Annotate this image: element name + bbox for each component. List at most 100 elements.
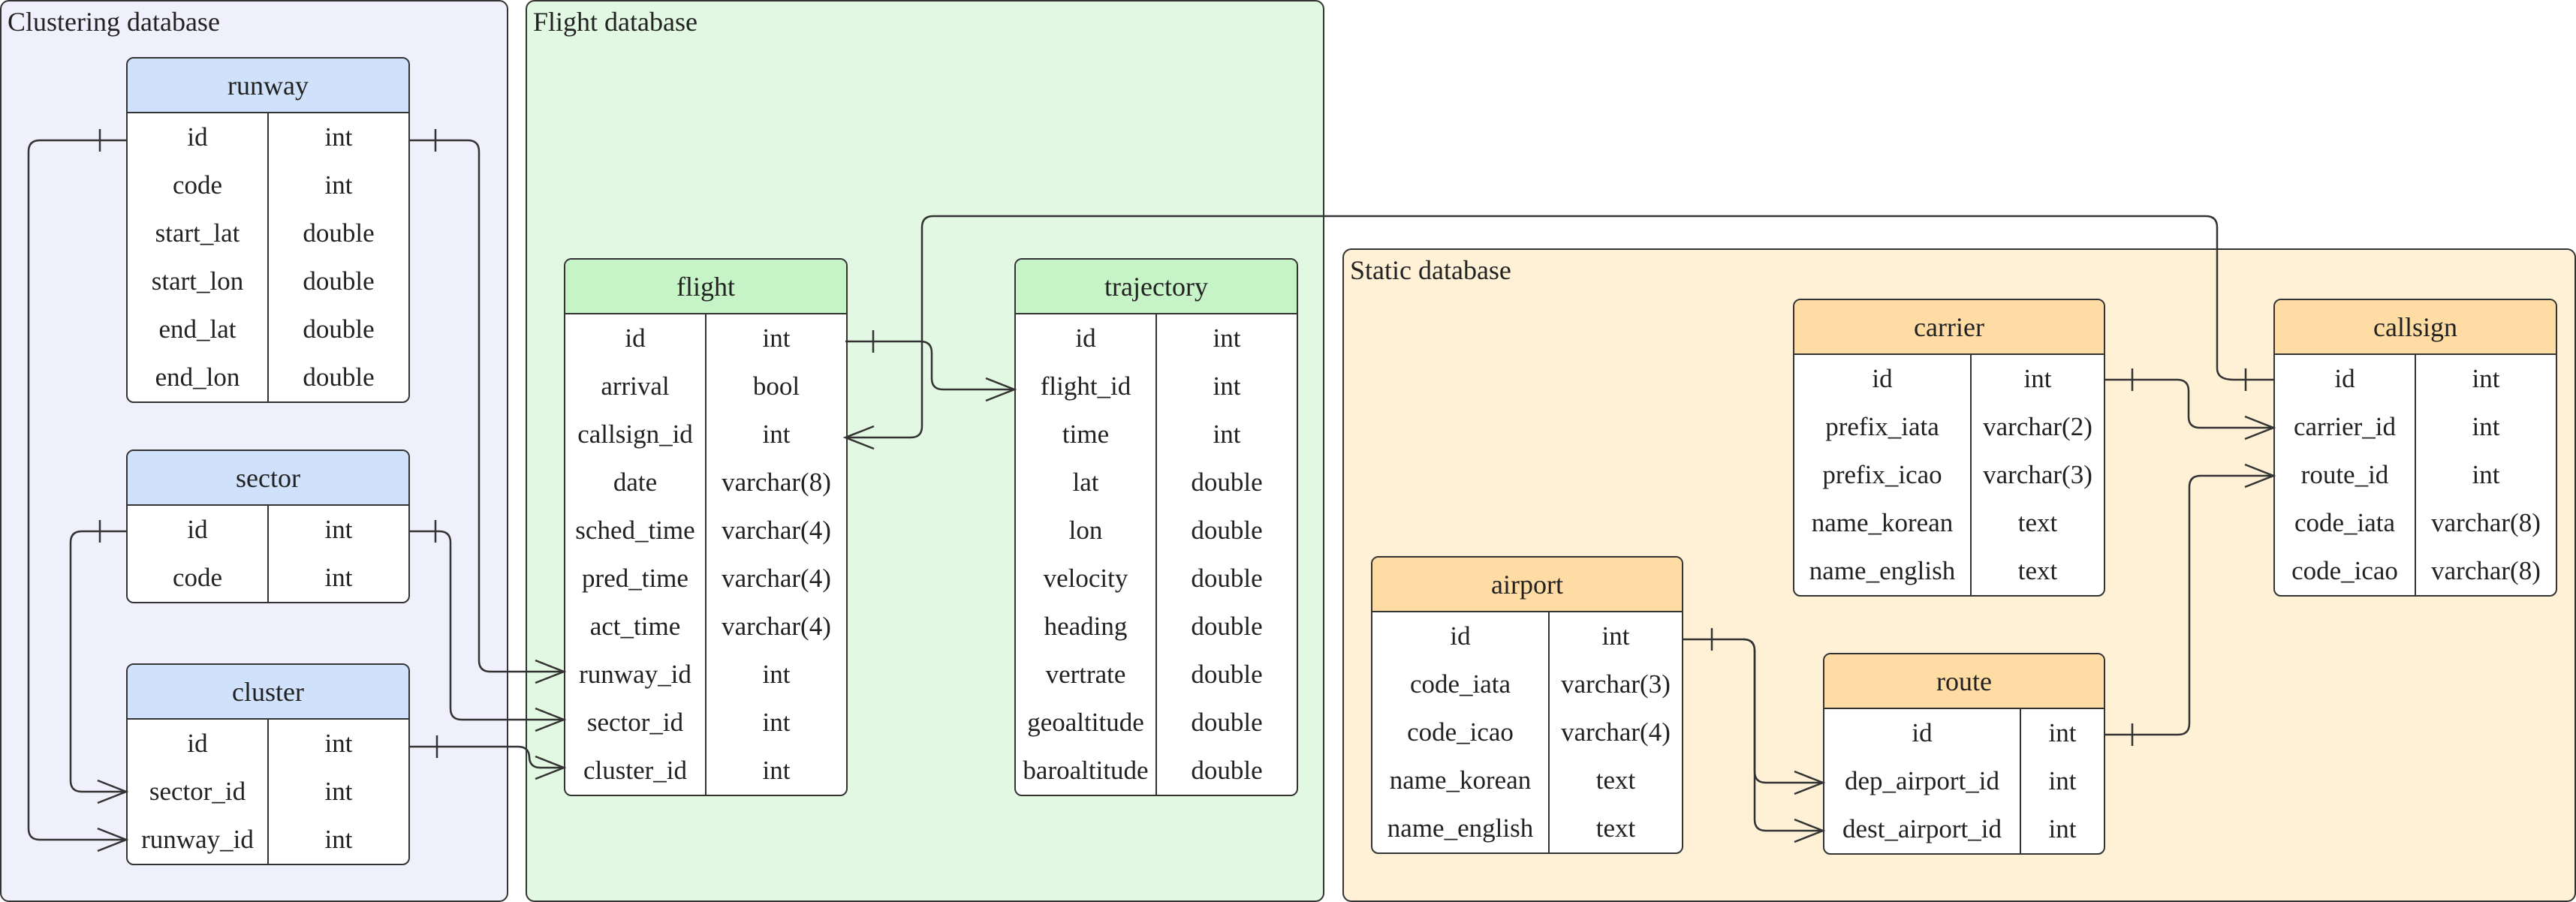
flight-column-name: cluster_id	[583, 756, 688, 785]
carrier-column-name: name_english	[1809, 556, 1956, 585]
table-title-runway: runway	[128, 59, 408, 113]
runway-column-name: end_lat	[158, 314, 237, 344]
flight-column-name: runway_id	[579, 660, 691, 689]
group-title-flight: Flight database	[533, 7, 697, 37]
trajectory-column-name: flight_id	[1040, 371, 1131, 401]
trajectory-column-name: baroaltitude	[1023, 756, 1149, 785]
carrier-column-name: id	[1872, 364, 1893, 393]
trajectory-column-type: int	[1213, 323, 1241, 353]
flight-column-type: int	[762, 419, 791, 449]
flight-column-name: arrival	[601, 371, 670, 401]
route-column-types: int int int	[2021, 709, 2104, 853]
runway-column-type: double	[303, 266, 375, 296]
carrier-column-names: id prefix_iata prefix_icao name_korean name_…	[1794, 355, 1972, 595]
trajectory-column-type: int	[1213, 371, 1241, 401]
airport-column-name: name_korean	[1389, 765, 1532, 795]
flight-column-type: int	[762, 323, 791, 353]
airport-column-type: varchar(3)	[1561, 669, 1671, 699]
cluster-column-type: int	[324, 729, 353, 758]
cluster-column-name: id	[187, 729, 208, 758]
table-title-sector: sector	[128, 451, 408, 506]
trajectory-column-name: geoaltitude	[1027, 708, 1144, 737]
callsign-column-name: route_id	[2300, 460, 2389, 489]
trajectory-column-type: double	[1191, 516, 1263, 545]
flight-column-name: date	[613, 468, 658, 497]
table-title-carrier: carrier	[1794, 300, 2104, 355]
route-column-type: int	[2048, 814, 2077, 843]
trajectory-column-name: velocity	[1043, 564, 1128, 593]
flight-column-type: varchar(4)	[722, 516, 831, 545]
table-title-route: route	[1824, 654, 2104, 709]
trajectory-column-type: int	[1213, 419, 1241, 449]
carrier-column-type: int	[2023, 364, 2052, 393]
flight-column-type: int	[762, 708, 791, 737]
carrier-column-name: name_korean	[1811, 508, 1954, 537]
table-title-flight: flight	[565, 260, 846, 314]
trajectory-column-type: double	[1191, 612, 1263, 641]
table-title-trajectory: trajectory	[1016, 260, 1297, 314]
table-carrier[interactable]: carrier id prefix_iata prefix_icao name_kor…	[1793, 299, 2105, 597]
callsign-column-type: int	[2472, 460, 2500, 489]
callsign-column-name: id	[2334, 364, 2355, 393]
runway-column-type: double	[303, 314, 375, 344]
cluster-column-type: int	[324, 777, 353, 806]
runway-column-type: double	[303, 362, 375, 392]
route-column-type: int	[2048, 718, 2077, 747]
table-title-cluster: cluster	[128, 665, 408, 720]
trajectory-column-type: double	[1191, 564, 1263, 593]
carrier-column-name: prefix_iata	[1825, 412, 1939, 441]
group-title-clustering: Clustering database	[8, 7, 220, 37]
runway-column-name: id	[187, 122, 208, 152]
trajectory-column-name: id	[1075, 323, 1096, 353]
airport-column-name: code_iata	[1409, 669, 1511, 699]
route-column-name: dest_airport_id	[1842, 814, 2002, 843]
trajectory-column-name: heading	[1044, 612, 1128, 641]
sector-column-names: id code	[128, 506, 269, 602]
route-column-type: int	[2048, 766, 2077, 795]
flight-column-type: varchar(4)	[722, 612, 831, 641]
flight-column-name: id	[625, 323, 646, 353]
sector-column-name: code	[172, 563, 223, 592]
carrier-column-type: text	[2017, 508, 2058, 537]
airport-column-type: text	[1595, 813, 1636, 843]
carrier-column-name: prefix_icao	[1822, 460, 1942, 489]
trajectory-column-name: lat	[1072, 468, 1099, 497]
callsign-column-name: carrier_id	[2293, 412, 2397, 441]
callsign-column-type: int	[2472, 412, 2500, 441]
airport-column-name: name_english	[1387, 813, 1534, 843]
table-title-airport: airport	[1372, 558, 1682, 612]
airport-column-type: int	[1601, 621, 1630, 651]
runway-column-name: code	[172, 170, 223, 200]
flight-column-type: bool	[752, 371, 800, 401]
runway-column-type: int	[324, 170, 353, 200]
flight-column-name: callsign_id	[577, 419, 693, 449]
runway-column-name: start_lon	[151, 266, 244, 296]
flight-column-name: act_time	[589, 612, 681, 641]
cluster-column-type: int	[324, 825, 353, 854]
flight-column-type: int	[762, 756, 791, 785]
callsign-column-type: varchar(8)	[2431, 508, 2541, 537]
trajectory-column-type: double	[1191, 708, 1263, 737]
cluster-column-name: runway_id	[141, 825, 254, 854]
sector-column-name: id	[187, 515, 208, 544]
route-column-name: id	[1912, 718, 1933, 747]
runway-column-type: double	[303, 218, 375, 248]
